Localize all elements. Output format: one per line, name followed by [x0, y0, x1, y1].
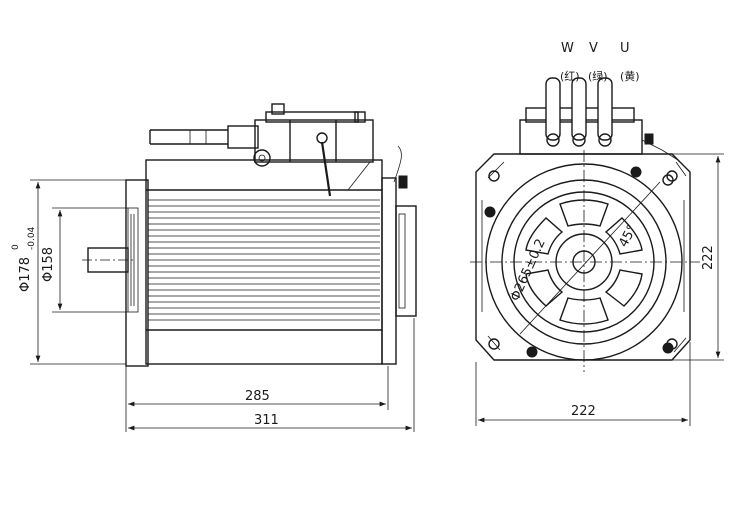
spigot-face [127, 207, 139, 313]
rear-connector [398, 175, 408, 189]
square-flange [475, 153, 691, 361]
spoke-windows [525, 199, 643, 325]
body-length-label: 285 [245, 389, 270, 404]
angle-label: 45° [616, 222, 640, 249]
overall-length-label: 311 [254, 413, 279, 428]
spigot-diameter-label: Φ158 [41, 247, 56, 282]
phase-terminals [545, 77, 613, 147]
phase-label-w: W [561, 41, 574, 56]
front-flange [125, 179, 149, 367]
power-cable [149, 129, 228, 145]
flange-tol-lower: -0.04 [27, 226, 37, 250]
flange-tol-upper: 0 [11, 244, 21, 250]
wire-color-yellow: (黄) [620, 69, 640, 83]
side-view: Φ178 0 -0.04 Φ158 285 311 [11, 103, 417, 432]
rear-end-cap [381, 177, 397, 365]
lifting-eye [253, 149, 271, 167]
front-view: W V U (红) (绿) (黄) Φ265±0.2 45° 222 222 [470, 41, 724, 426]
width-label: 222 [571, 404, 596, 419]
angle-reference-line [519, 181, 661, 335]
phase-label-u: U [620, 41, 630, 56]
wire-color-red: (红) [560, 70, 580, 83]
flange-diameter-label: Φ178 [18, 257, 33, 292]
cable-gland [227, 125, 259, 149]
rear-cover [395, 205, 417, 317]
support-rod [320, 141, 332, 197]
cooling-fins [148, 199, 380, 321]
mounting-holes [484, 166, 678, 358]
height-label: 222 [701, 245, 716, 270]
wire-color-green: (绿) [588, 69, 608, 83]
terminal-box [254, 119, 374, 163]
rear-cable [393, 145, 402, 183]
phase-label-v: V [589, 41, 598, 56]
